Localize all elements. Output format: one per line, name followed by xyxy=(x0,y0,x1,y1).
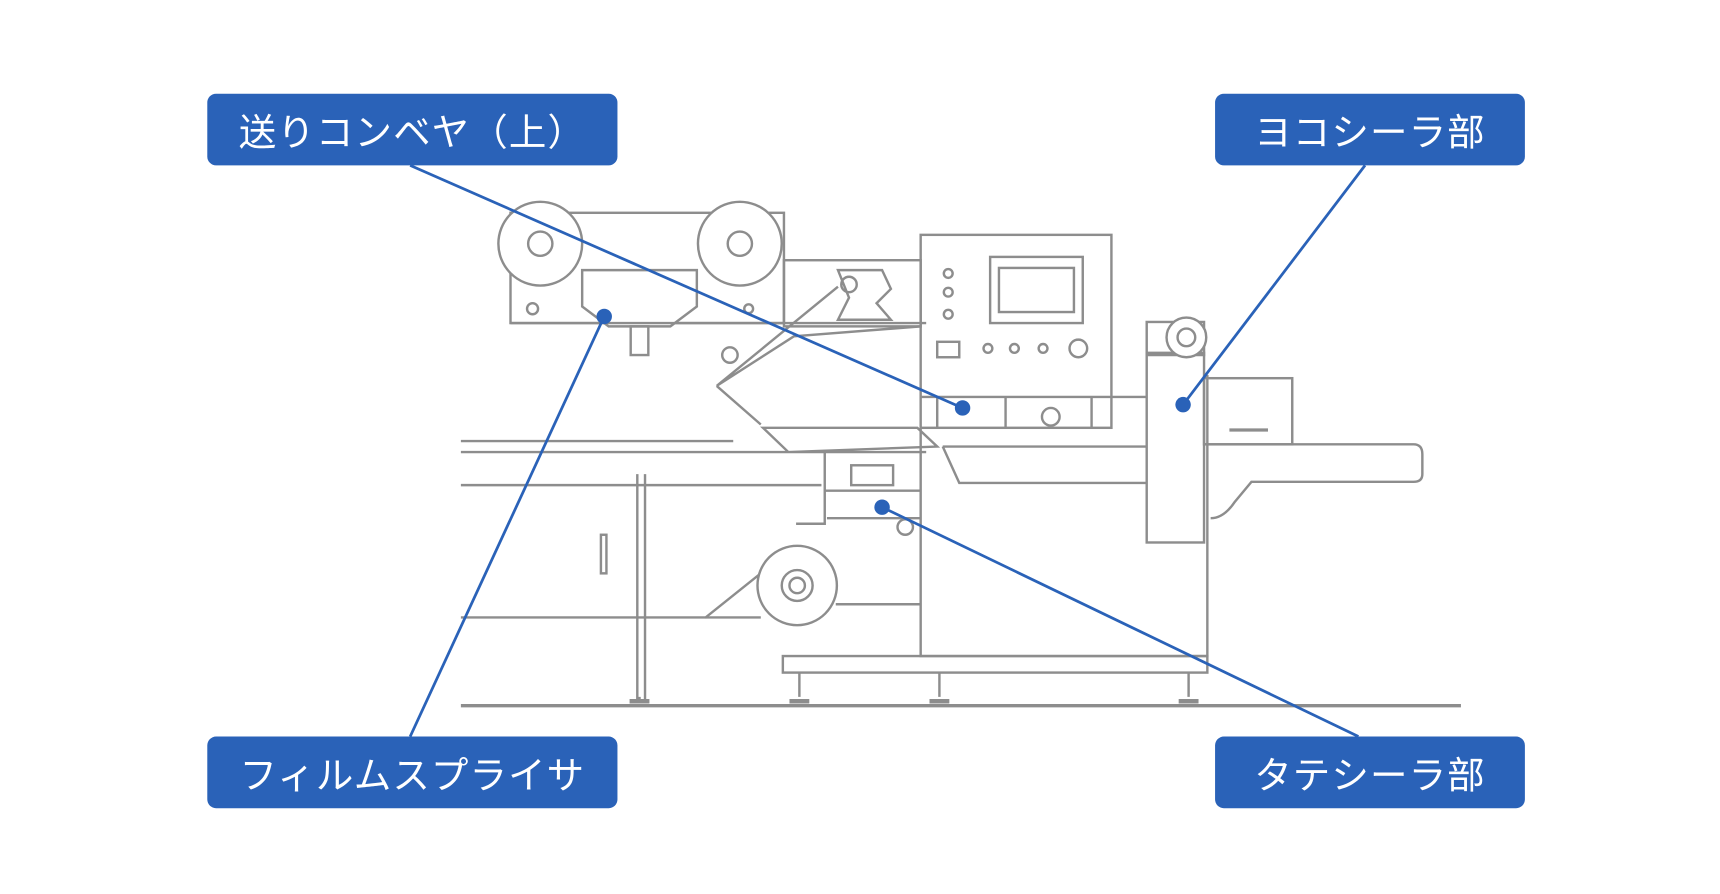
callout-dot xyxy=(1175,396,1191,413)
callout-line-film-splicer xyxy=(408,315,606,738)
label-horizontal-sealer: ヨコシーラ部 xyxy=(1215,93,1525,166)
label-vertical-sealer: タテシーラ部 xyxy=(1215,736,1525,809)
callout-line-upper-conveyor xyxy=(409,164,964,410)
callout-dot xyxy=(874,499,890,515)
label-upper-feed-conveyor: 送りコンベヤ（上） xyxy=(207,93,618,166)
machine-outline xyxy=(460,200,1461,708)
callout-line-vertical-sealer xyxy=(881,505,1360,738)
callout-dot xyxy=(596,308,612,325)
callout-dot xyxy=(954,400,971,416)
label-film-splicer: フィルムスプライサ xyxy=(207,736,618,809)
callout-lines xyxy=(408,164,1367,738)
callout-line-horizontal-sealer xyxy=(1181,164,1367,406)
